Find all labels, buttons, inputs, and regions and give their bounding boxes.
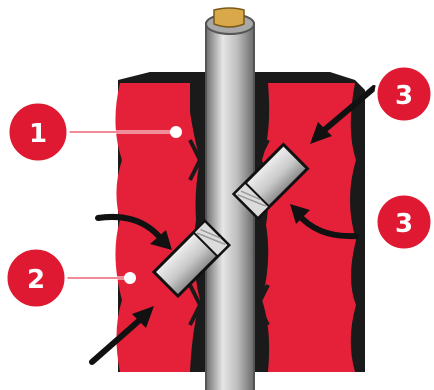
callout-2-label: 2	[27, 265, 45, 295]
upper-blade	[231, 142, 310, 221]
notch-right-lower	[255, 284, 270, 326]
callout-2: 2	[4, 246, 68, 310]
leader-dot-1	[170, 126, 182, 138]
straight-arrow-bottom-head	[132, 306, 154, 328]
callout-1-label: 1	[29, 119, 47, 149]
straight-arrow-bottom	[89, 315, 145, 365]
lower-blade	[151, 218, 232, 299]
curved-arrow-left	[95, 214, 165, 243]
callout-3-bottom: 3	[374, 192, 434, 252]
straight-arrow-top-head	[310, 122, 332, 144]
curved-arrow-right	[295, 211, 359, 240]
cable-core	[213, 7, 245, 28]
leader-dot-2	[124, 272, 136, 284]
housing-left	[115, 83, 200, 372]
curved-arrow-left-head	[150, 230, 172, 250]
notch-left-upper	[188, 139, 203, 181]
curved-arrow-right-head	[290, 204, 310, 224]
callout-3-top-label: 3	[395, 81, 413, 111]
callout-3-top: 3	[374, 64, 434, 124]
notch-left-lower	[188, 284, 203, 326]
callout-3-bottom-label: 3	[395, 209, 413, 239]
callout-1: 1	[6, 100, 70, 164]
straight-arrow-top	[319, 85, 377, 135]
